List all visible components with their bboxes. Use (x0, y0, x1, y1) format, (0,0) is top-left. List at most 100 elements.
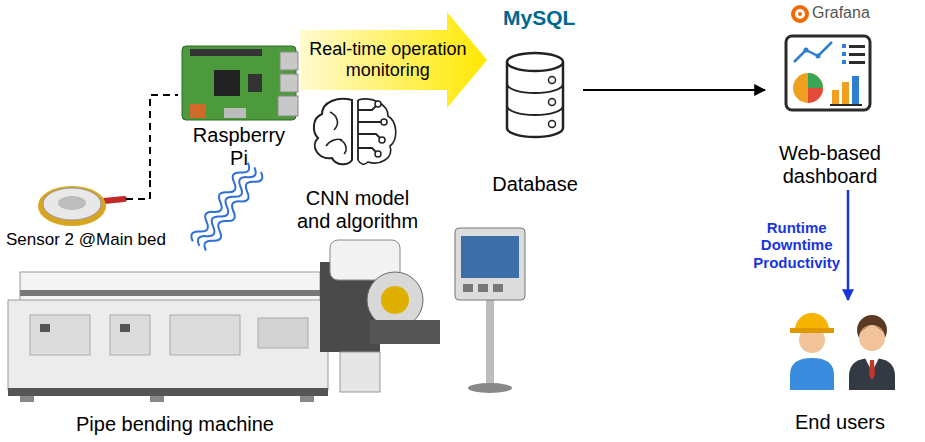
brain-icon (314, 99, 352, 165)
database-icon (549, 99, 556, 106)
dashboard-icon (808, 73, 823, 88)
users-icon (849, 358, 895, 390)
machine-illustration (486, 300, 494, 385)
sensor-icon (43, 188, 101, 220)
machine-illustration (110, 315, 150, 355)
brain-icon (326, 112, 346, 154)
users-icon (795, 313, 829, 330)
database-icon (549, 77, 556, 84)
grafana-logo (793, 7, 807, 21)
sensor-node: Sensor 2 @Main bed (2, 178, 170, 252)
machine-illustration (20, 396, 34, 402)
machine-illustration (8, 388, 328, 396)
vibration-waves (189, 160, 265, 254)
sensor-icon (38, 178, 150, 226)
dashboard-icon (849, 53, 865, 56)
raspberry-pi-board (224, 108, 246, 118)
brain-icon (358, 99, 396, 164)
dashboard-icon (842, 52, 846, 56)
node-caption: Sensor 2 @Main bed (6, 230, 166, 250)
users-icon (859, 326, 885, 334)
users-icon (790, 313, 895, 390)
node-caption: CNN model and algorithm (289, 187, 426, 233)
dashboard-node: Web-based dashboard (765, 30, 895, 190)
machine-illustration (461, 236, 519, 278)
machine-illustration (478, 284, 488, 292)
machine-illustration (170, 315, 240, 355)
edge-label: Real-time operation monitoring (304, 39, 471, 80)
machine-illustration (20, 272, 320, 302)
raspberry-pi-board (278, 96, 298, 116)
brain-icon (379, 137, 385, 143)
dashboard-icon (793, 73, 823, 103)
logo-text: MySQL (503, 6, 575, 30)
database-icon (507, 53, 563, 71)
sensor-icon (126, 178, 150, 199)
dashboard-icon (804, 48, 809, 53)
dashboard-icon (849, 45, 865, 48)
raspberry-pi-board (182, 46, 298, 120)
machine-illustration (381, 286, 409, 314)
brain-icon (314, 99, 396, 165)
node-caption: Database (492, 173, 578, 196)
machine-illustration (463, 284, 473, 292)
database-icon (507, 84, 563, 115)
edge-label: Runtime Downtime Productivity (753, 219, 840, 271)
dashboard-icon (786, 36, 870, 110)
dashboard-icon (816, 54, 821, 59)
raspberry-pi-board (248, 74, 262, 92)
dashboard-icon (794, 42, 832, 62)
node-caption: Raspberry Pi (182, 124, 296, 170)
machine-illustration (150, 396, 164, 402)
dashboard-icon (842, 44, 846, 48)
machine-illustration (20, 290, 320, 296)
dashboard-icon (808, 88, 823, 103)
data-link (583, 89, 765, 91)
sensor-icon (58, 196, 86, 210)
raspberry-pi-board (280, 74, 298, 92)
database-icon (507, 62, 563, 137)
model-node: CNN model and algorithm (285, 98, 430, 235)
database-icon (549, 121, 556, 128)
machine-illustration (300, 396, 314, 402)
users-icon (790, 358, 834, 390)
grafana-logo (798, 12, 802, 16)
dashboard-icon (842, 82, 849, 104)
brain-icon (381, 119, 387, 125)
dashboard-icon (842, 60, 846, 64)
dashboard-icon (830, 104, 862, 106)
node-caption: Pipe bending machine (76, 413, 274, 436)
report-arrow (847, 190, 850, 300)
monitoring-arrow (300, 12, 487, 108)
raspberry-pi-board (190, 104, 206, 118)
logo-text: Grafana (812, 4, 870, 22)
node-caption: End users (795, 411, 885, 434)
controller-node: Raspberry Pi (178, 40, 300, 172)
machine-node: Pipe bending machine (5, 255, 345, 438)
brain-icon (358, 100, 384, 160)
database-icon (507, 53, 563, 137)
machine-illustration (40, 324, 50, 332)
user-node: End users (770, 300, 910, 436)
machine-illustration (367, 272, 423, 328)
dashboard-icon (786, 36, 870, 110)
machine-illustration (120, 324, 130, 332)
raspberry-pi-board (190, 49, 262, 56)
machine-illustration (8, 300, 328, 390)
machine-illustration (455, 228, 525, 300)
database-node: Database (487, 30, 583, 198)
sensor-wire (150, 95, 178, 178)
machine-illustration (370, 320, 440, 344)
brain-icon (375, 101, 381, 107)
sensor-icon (104, 199, 124, 201)
vibration-waves (195, 164, 258, 248)
sensor-icon (38, 186, 106, 226)
node-caption: Web-based dashboard (769, 142, 891, 188)
grafana-logo (793, 7, 807, 21)
dashboard-icon (852, 76, 859, 104)
users-icon (859, 325, 885, 351)
dashboard-icon (832, 90, 839, 104)
machine-illustration (493, 284, 503, 292)
brain-icon (375, 151, 381, 157)
